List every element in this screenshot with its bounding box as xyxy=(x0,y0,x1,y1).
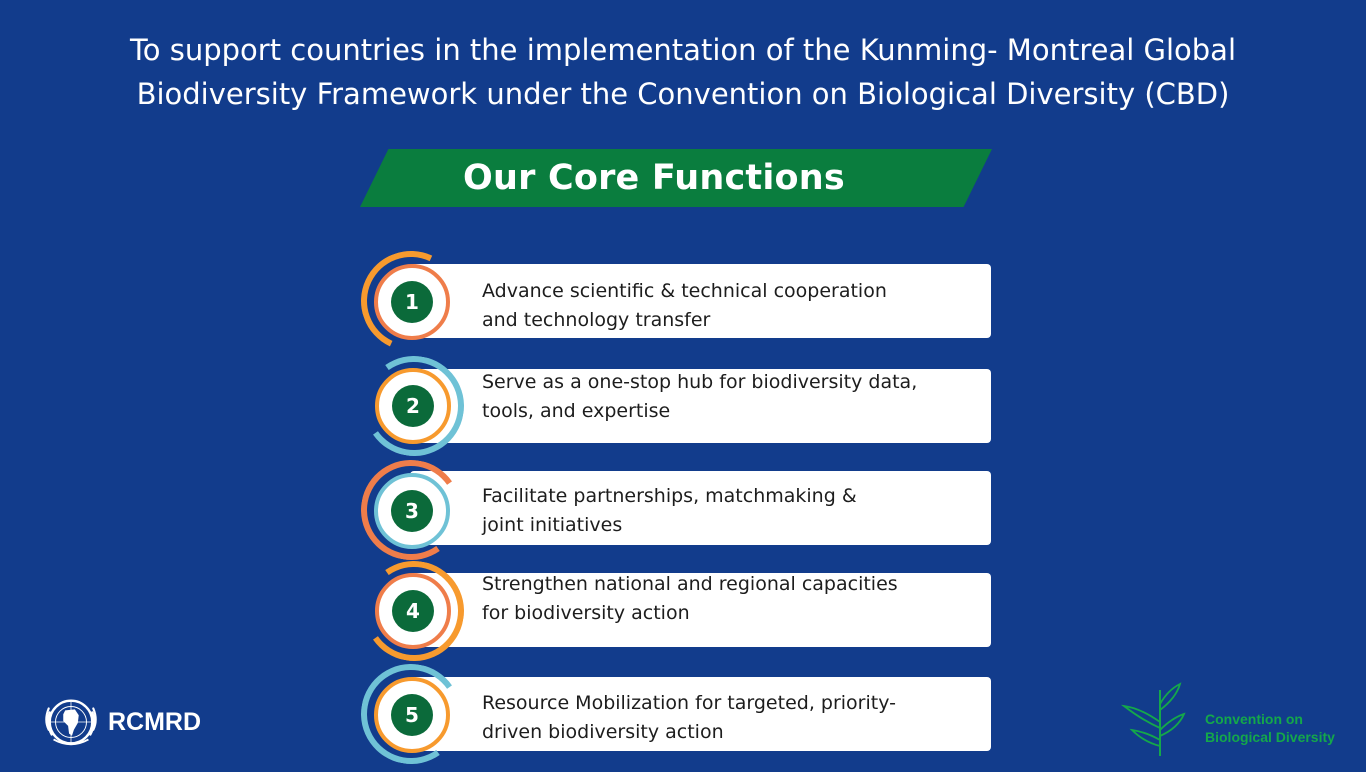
function-card-3: Facilitate partnerships, matchmaking & j… xyxy=(410,471,991,545)
core-functions-banner: Our Core Functions xyxy=(360,149,992,207)
rcmrd-logo: RCMRD xyxy=(40,690,201,754)
function-card-5: Resource Mobilization for targeted, prio… xyxy=(410,677,991,751)
function-text-1: Advance scientific & technical cooperati… xyxy=(482,277,982,335)
rcmrd-name: RCMRD xyxy=(108,707,202,736)
header-line-2: Biodiversity Framework under the Convent… xyxy=(136,77,1230,111)
function-text-5: Resource Mobilization for targeted, prio… xyxy=(482,689,982,747)
function-text-2: Serve as a one-stop hub for biodiversity… xyxy=(482,368,982,426)
function-1-line-2: and technology transfer xyxy=(482,309,711,331)
function-5-line-1: Resource Mobilization for targeted, prio… xyxy=(482,692,896,714)
number-badge-3: 3 xyxy=(391,490,433,532)
number-badge-2: 2 xyxy=(392,385,434,427)
function-2-line-2: tools, and expertise xyxy=(482,400,671,422)
number-badge-1: 1 xyxy=(391,281,433,323)
function-3-line-2: joint initiatives xyxy=(482,514,623,536)
page-header: To support countries in the implementati… xyxy=(0,28,1366,116)
function-card-2: Serve as a one-stop hub for biodiversity… xyxy=(410,369,991,443)
cbd-name-line-2: Biological Diversity xyxy=(1205,729,1335,745)
cbd-leaf-icon xyxy=(1120,682,1186,756)
cbd-name-line-1: Convention on xyxy=(1205,711,1303,727)
cbd-logo: Convention on Biological Diversity xyxy=(1118,680,1338,760)
number-badge-5: 5 xyxy=(391,694,433,736)
function-5-line-2: driven biodiversity action xyxy=(482,721,724,743)
cbd-name: Convention on Biological Diversity xyxy=(1205,710,1335,746)
header-line-1: To support countries in the implementati… xyxy=(129,33,1237,67)
number-ring-1 xyxy=(374,264,450,340)
function-3-line-1: Facilitate partnerships, matchmaking & xyxy=(482,485,857,507)
number-badge-4: 4 xyxy=(392,590,434,632)
function-4-line-1: Strengthen national and regional capacit… xyxy=(482,573,898,595)
function-1-line-1: Advance scientific & technical cooperati… xyxy=(482,280,887,302)
function-4-line-2: for biodiversity action xyxy=(482,602,690,624)
function-card-4: Strengthen national and regional capacit… xyxy=(410,573,991,647)
rcmrd-seal-icon xyxy=(45,699,97,746)
function-2-line-1: Serve as a one-stop hub for biodiversity… xyxy=(482,371,918,393)
function-text-4: Strengthen national and regional capacit… xyxy=(482,570,982,628)
function-card-1: Advance scientific & technical cooperati… xyxy=(410,264,991,338)
banner-title: Our Core Functions xyxy=(463,158,845,198)
function-text-3: Facilitate partnerships, matchmaking & j… xyxy=(482,482,982,540)
